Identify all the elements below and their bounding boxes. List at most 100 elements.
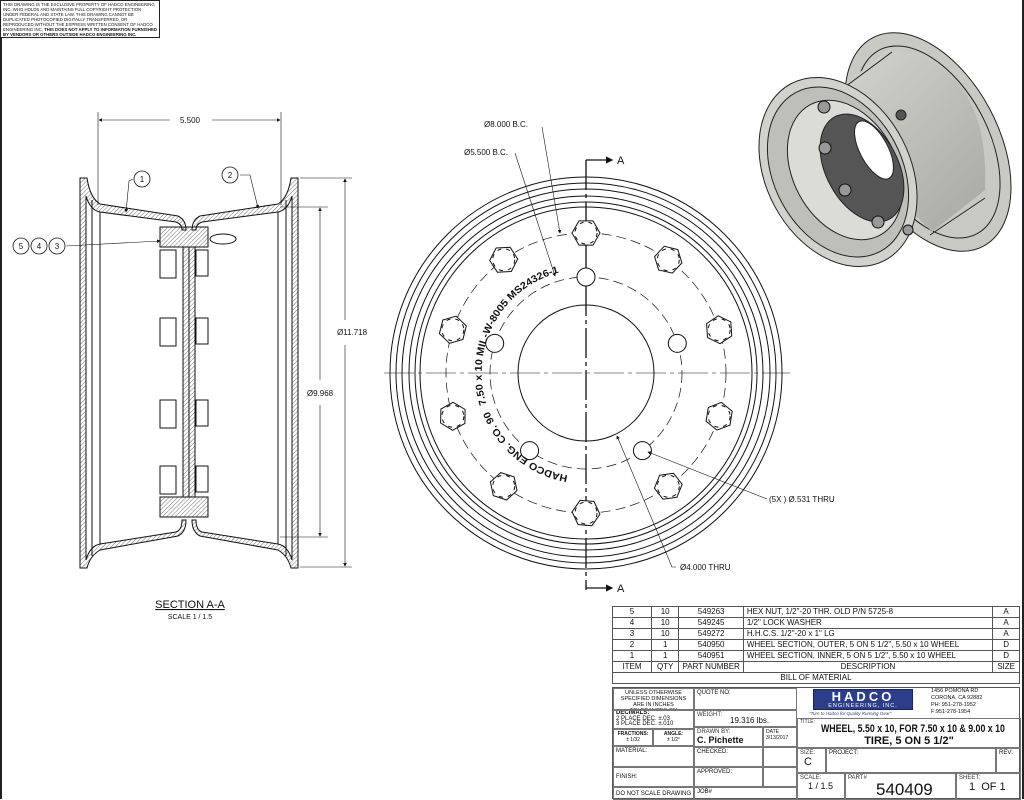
title-block: UNLESS OTHERWISE SPECIFIED DIMENSIONS AR… xyxy=(612,687,1021,800)
approved-date xyxy=(763,767,797,787)
mounting-hole xyxy=(520,441,540,461)
bom-desc: HEX NUT, 1/2"-20 THR. OLD P/N 5725-8 xyxy=(742,606,994,618)
size-label: SIZE: xyxy=(800,750,816,756)
nut-chamfer xyxy=(441,404,465,428)
bom-size: A xyxy=(992,628,1020,640)
dim-inner-diameter: Ø9.968 xyxy=(307,389,334,398)
bom-desc: H.H.C.S. 1/2"-20 x 1" LG xyxy=(742,628,994,640)
hex-nut xyxy=(571,220,601,246)
bom-size: D xyxy=(992,639,1020,651)
bom-part: 549245 xyxy=(678,617,744,629)
mounting-hole xyxy=(576,267,596,287)
notice-text: THIS DRAWING IS THE EXCLUSIVE PROPERTY O… xyxy=(3,2,155,32)
bom-qty: 1 xyxy=(650,650,680,662)
nut-chamfer xyxy=(656,248,680,272)
bom-size: D xyxy=(992,650,1020,662)
bom-size: A xyxy=(992,606,1020,618)
bom-part: 549272 xyxy=(678,628,744,640)
section-title: SECTION A-A xyxy=(155,599,225,611)
isometric-wheel-view xyxy=(758,32,1012,268)
inner-wheel-section xyxy=(79,177,187,569)
header-item: ITEM xyxy=(612,661,652,673)
drawn-by-value: C. Pichette xyxy=(697,735,744,745)
section-scale: SCALE 1 / 1.5 xyxy=(168,614,212,621)
bom-part: 540951 xyxy=(678,650,744,662)
date-value: 3/13/2017 xyxy=(766,735,789,741)
bom-item: 5 xyxy=(612,606,652,618)
bom-item: 1 xyxy=(612,650,652,662)
dim-outer-diameter: Ø11.718 xyxy=(337,328,368,337)
valve-hole xyxy=(209,233,237,245)
bom-desc: WHEEL SECTION, OUTER, 5 ON 5 1/2", 5.50 … xyxy=(742,639,994,651)
hex-nut xyxy=(571,499,601,527)
nut-chamfer xyxy=(574,501,598,525)
rev-label: REV: xyxy=(996,748,1021,773)
balloon-1: 1 xyxy=(140,175,145,184)
nut-chamfer xyxy=(492,474,516,498)
bom-part: 540950 xyxy=(678,639,744,651)
finish-label: FINISH: xyxy=(613,767,694,787)
nut-chamfer xyxy=(656,474,680,498)
hex-nut xyxy=(653,472,683,500)
part-number: 540409 xyxy=(876,780,933,799)
bom-item: 2 xyxy=(612,639,652,651)
checked-date xyxy=(763,747,797,767)
bom-qty: 10 xyxy=(650,617,680,629)
do-not-scale-note: DO NOT SCALE DRAWING xyxy=(613,787,694,800)
section-view xyxy=(12,112,352,569)
hex-nut xyxy=(438,315,467,344)
header-description: DESCRIPTION xyxy=(742,661,994,673)
sheet-value: 1 OF 1 xyxy=(969,781,1006,793)
notice-bold-text: THIS DOES NOT APPLY TO INFORMATION FURNI… xyxy=(3,27,157,37)
bom-desc: 1/2" LOCK WASHER xyxy=(742,617,994,629)
mounting-hole xyxy=(667,333,687,353)
tolerance-note: UNLESS OTHERWISE SPECIFIED DIMENSIONS AR… xyxy=(613,688,694,710)
bom-title: BILL OF MATERIAL xyxy=(612,672,1020,684)
nut-chamfer xyxy=(707,404,731,428)
weight-label: WEIGHT: xyxy=(697,712,722,718)
header-size: SIZE xyxy=(992,661,1020,673)
approved-label: APPROVED: xyxy=(694,767,763,787)
hex-nut xyxy=(654,245,683,274)
bom-part: 549263 xyxy=(678,606,744,618)
tagline: "Turn to Hadco for Quality Running Gear" xyxy=(809,711,892,716)
title-line-1: WHEEL, 5.50 x 10, FOR 7.50 x 10 & 9.00 x… xyxy=(820,723,1005,735)
label-bolt-circle-8: Ø8.000 B.C. xyxy=(484,120,528,129)
balloon-4: 4 xyxy=(37,242,42,251)
header-part-number: PART NUMBER xyxy=(678,661,744,673)
bom-qty: 10 xyxy=(650,606,680,618)
bom-size: A xyxy=(992,617,1020,629)
label-mounting-holes: (5X ) Ø.531 THRU xyxy=(769,495,835,504)
decimals-2place: 2 PLACE DEC. ±.03 xyxy=(616,715,670,722)
stamp-text-upper: 7.50 x 10 MIL-W-8005 MS24326-1 xyxy=(474,265,561,407)
section-cut-label-top: A xyxy=(617,155,625,167)
bom-qty: 10 xyxy=(650,628,680,640)
hex-nut xyxy=(489,246,519,273)
dim-width: 5.500 xyxy=(180,116,201,125)
front-view xyxy=(384,126,790,592)
hex-nut xyxy=(705,401,733,431)
hex-nut xyxy=(489,472,518,501)
label-bolt-circle-5-5: Ø5.500 B.C. xyxy=(464,148,508,157)
angle-label: ANGLE: xyxy=(663,731,684,737)
mounting-hole xyxy=(485,333,505,353)
outer-wheel-section xyxy=(191,177,299,569)
size-value: C xyxy=(804,756,812,768)
angle-value: ± 1/2° xyxy=(666,737,681,743)
quote-label: QUOTE NO: xyxy=(694,688,797,710)
nut-chamfer xyxy=(492,248,516,272)
bom-item: 4 xyxy=(612,617,652,629)
bom-qty: 1 xyxy=(650,639,680,651)
drawn-by-label: DRAWN BY: xyxy=(697,729,731,735)
title-label: TITLE: xyxy=(800,719,816,725)
